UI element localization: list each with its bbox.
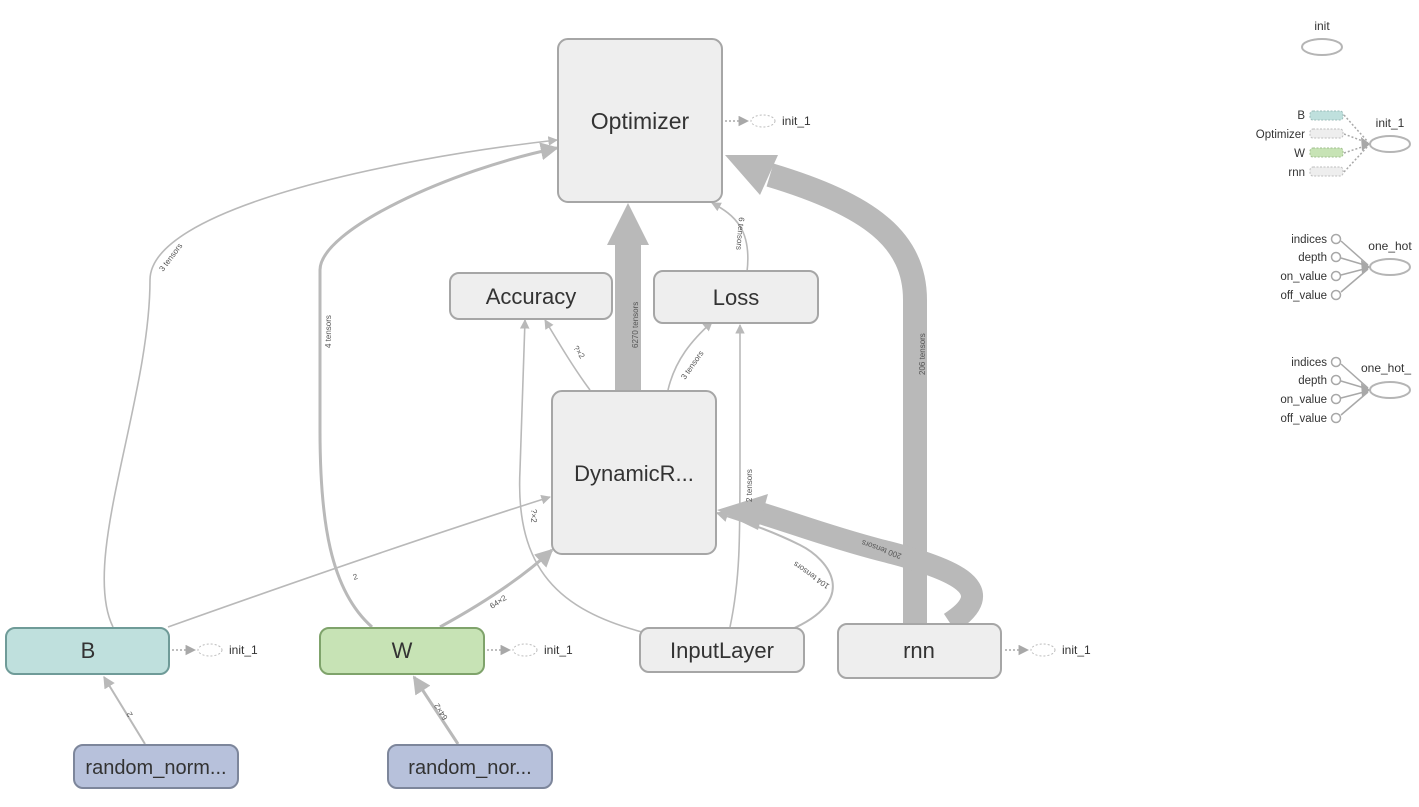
aux-panel: init init_1 B Optimizer W bbox=[1256, 19, 1413, 425]
edge-rnn-optimizer[interactable] bbox=[766, 163, 927, 623]
init-stub-w[interactable]: init_1 bbox=[487, 643, 573, 657]
node-rnn[interactable]: rnn bbox=[837, 623, 1002, 679]
node-w[interactable]: W bbox=[319, 627, 485, 675]
aux-init-1-input-b-label: B bbox=[1297, 110, 1305, 122]
aux-init-1-input-w: W bbox=[1294, 144, 1369, 160]
init-stub-rnn[interactable]: init_1 bbox=[1005, 643, 1091, 657]
aux-one-hot-2-input-indices: indices bbox=[1291, 356, 1369, 389]
aux-init-1-input-optimizer: Optimizer bbox=[1256, 128, 1369, 144]
edge-label-w-optimizer: 4 tensors bbox=[324, 315, 333, 348]
aux-node-one-hot-2[interactable]: one_hot_ indices depth on_value off_valu… bbox=[1280, 356, 1411, 425]
arrowhead-rnn-dynamic bbox=[717, 494, 768, 530]
edge-input-loss[interactable] bbox=[729, 324, 745, 628]
aux-init-1-input-optimizer-label: Optimizer bbox=[1256, 129, 1305, 141]
edge-rnn-dynamic[interactable] bbox=[756, 502, 983, 633]
node-loss-label: Loss bbox=[713, 285, 759, 310]
edge-rand-b[interactable] bbox=[103, 675, 146, 745]
init-stub-b-label: init_1 bbox=[229, 643, 258, 657]
aux-init-1-title: init_1 bbox=[1376, 116, 1405, 130]
aux-init-1-input-b: B bbox=[1297, 110, 1369, 143]
aux-init-title: init bbox=[1314, 19, 1330, 33]
edge-label-rand-w: 64×2 bbox=[432, 701, 449, 722]
node-input-layer[interactable]: InputLayer bbox=[639, 627, 805, 673]
edge-label-b-optimizer: 3 tensors bbox=[157, 242, 184, 274]
arrowhead-dynamic-optimizer bbox=[607, 203, 649, 245]
aux-one-hot-input-depth: depth bbox=[1298, 251, 1369, 267]
aux-one-hot-2-input-on-value: on_value bbox=[1280, 390, 1369, 406]
edges bbox=[103, 136, 983, 745]
init-stub-w-label: init_1 bbox=[544, 643, 573, 657]
edge-w-optimizer[interactable] bbox=[318, 142, 559, 629]
node-random-norm-b[interactable]: random_norm... bbox=[73, 744, 239, 789]
aux-one-hot-2-input-on-value-label: on_value bbox=[1280, 394, 1327, 406]
init-stub-optimizer[interactable]: init_1 bbox=[725, 114, 811, 128]
aux-node-init-1[interactable]: init_1 B Optimizer W rnn bbox=[1256, 110, 1411, 179]
node-random-norm-w-label: random_nor... bbox=[408, 757, 531, 779]
aux-one-hot-2-input-off-value-label: off_value bbox=[1281, 413, 1327, 425]
node-b[interactable]: B bbox=[5, 627, 170, 675]
aux-one-hot-2-input-off-value: off_value bbox=[1281, 391, 1369, 425]
init-stub-optimizer-label: init_1 bbox=[782, 114, 811, 128]
node-accuracy[interactable]: Accuracy bbox=[449, 272, 613, 320]
edge-label-rand-b: 2 bbox=[124, 710, 134, 719]
edge-rand-w[interactable] bbox=[412, 675, 460, 745]
edge-label-input-loss: 2 tensors bbox=[745, 469, 754, 502]
aux-one-hot-input-depth-label: depth bbox=[1298, 252, 1327, 264]
node-optimizer[interactable]: Optimizer bbox=[557, 38, 723, 203]
edge-b-dynamic[interactable] bbox=[167, 495, 551, 628]
edge-w-dynamic[interactable] bbox=[439, 548, 554, 629]
edge-label-dynamic-optimizer: 6270 tensors bbox=[631, 302, 640, 348]
node-optimizer-label: Optimizer bbox=[591, 108, 690, 134]
node-rnn-label: rnn bbox=[903, 638, 935, 663]
node-loss[interactable]: Loss bbox=[653, 270, 819, 324]
arrowhead-rnn-optimizer bbox=[725, 155, 778, 195]
aux-init-1-input-w-label: W bbox=[1294, 148, 1305, 160]
init-stub-rnn-label: init_1 bbox=[1062, 643, 1091, 657]
aux-one-hot-input-off-value: off_value bbox=[1281, 268, 1369, 302]
edge-loss-optimizer[interactable] bbox=[711, 202, 749, 273]
init-stubs: init_1 init_1 init_1 init_1 bbox=[172, 114, 1091, 657]
node-dynamic-label: DynamicR... bbox=[574, 461, 694, 486]
edge-input-accuracy[interactable] bbox=[518, 319, 643, 633]
edge-label-loss-optimizer: 6 tensors bbox=[734, 217, 746, 251]
node-random-norm-w[interactable]: random_nor... bbox=[387, 744, 553, 789]
aux-one-hot-title: one_hot bbox=[1368, 239, 1412, 253]
aux-init-1-input-rnn: rnn bbox=[1288, 145, 1369, 179]
nodes: Optimizer Accuracy Loss DynamicR... B W … bbox=[5, 38, 1002, 789]
edge-dynamic-accuracy[interactable] bbox=[544, 319, 591, 391]
aux-one-hot-2-input-depth-label: depth bbox=[1298, 375, 1327, 387]
aux-one-hot-input-on-value-label: on_value bbox=[1280, 271, 1327, 283]
aux-one-hot-input-on-value: on_value bbox=[1280, 267, 1369, 283]
aux-init-1-input-rnn-label: rnn bbox=[1288, 167, 1305, 179]
aux-one-hot-2-input-depth: depth bbox=[1298, 374, 1369, 390]
init-stub-b[interactable]: init_1 bbox=[172, 643, 258, 657]
edge-label-b-dynamic: 2 bbox=[352, 572, 360, 582]
aux-one-hot-input-indices: indices bbox=[1291, 233, 1369, 266]
thick-arrowheads bbox=[607, 155, 778, 530]
aux-one-hot-2-title: one_hot_ bbox=[1361, 361, 1411, 375]
edge-label-input-accuracy: ?×2 bbox=[529, 509, 538, 523]
aux-node-one-hot[interactable]: one_hot indices depth on_value off_value bbox=[1280, 233, 1412, 302]
node-dynamic[interactable]: DynamicR... bbox=[551, 390, 717, 555]
aux-one-hot-2-input-indices-label: indices bbox=[1291, 357, 1327, 369]
node-w-label: W bbox=[392, 638, 413, 663]
edge-b-optimizer[interactable] bbox=[103, 136, 558, 628]
node-b-label: B bbox=[81, 638, 96, 663]
edge-label-dynamic-accuracy: ?×2 bbox=[571, 344, 586, 361]
aux-node-init[interactable]: init bbox=[1301, 19, 1343, 56]
edge-label-rnn-optimizer: 206 tensors bbox=[918, 333, 927, 375]
node-random-norm-b-label: random_norm... bbox=[85, 757, 226, 779]
aux-one-hot-input-indices-label: indices bbox=[1291, 234, 1327, 246]
node-input-layer-label: InputLayer bbox=[670, 638, 774, 663]
node-accuracy-label: Accuracy bbox=[486, 284, 576, 309]
aux-one-hot-input-off-value-label: off_value bbox=[1281, 290, 1327, 302]
edge-dynamic-loss[interactable] bbox=[667, 321, 713, 391]
